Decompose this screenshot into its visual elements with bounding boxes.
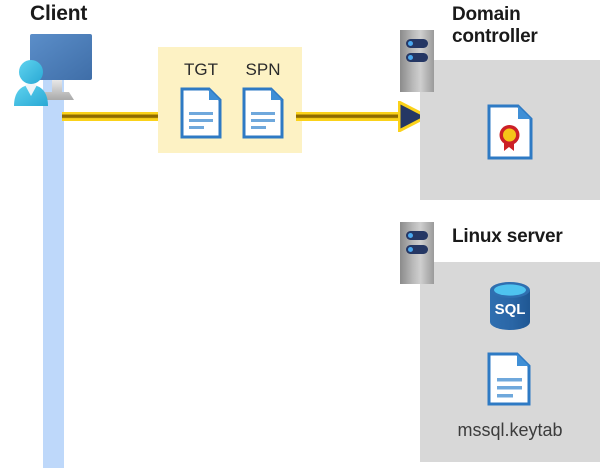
sql-database-icon: SQL	[485, 280, 535, 332]
token-tgt: TGT	[170, 59, 232, 139]
document-icon	[487, 352, 531, 406]
client-swimlane	[43, 60, 64, 468]
linux-server-title: Linux server	[452, 226, 563, 247]
connector-line-left	[62, 112, 162, 121]
connector-line-right	[296, 112, 406, 121]
arrowhead-right-icon	[397, 100, 429, 133]
server-rack-icon	[400, 30, 434, 92]
client-title: Client	[30, 2, 88, 25]
server-led-bar	[406, 231, 428, 240]
server-rack-icon	[400, 222, 434, 284]
token-spn-label: SPN	[245, 60, 281, 79]
token-spn: SPN	[232, 59, 294, 139]
document-icon	[242, 87, 284, 139]
certificate-document-icon	[487, 104, 533, 160]
server-led-bar	[406, 53, 428, 62]
tgt-spn-group: TGT SPN	[158, 47, 302, 153]
svg-text:SQL: SQL	[495, 301, 526, 318]
document-icon	[180, 87, 222, 139]
token-tgt-label: TGT	[184, 60, 218, 79]
server-led-bar	[406, 245, 428, 254]
server-led-bar	[406, 39, 428, 48]
keytab-filename-label: mssql.keytab	[457, 420, 563, 440]
user-at-computer-icon	[8, 28, 104, 106]
domain-controller-title: Domain controller	[452, 4, 538, 48]
